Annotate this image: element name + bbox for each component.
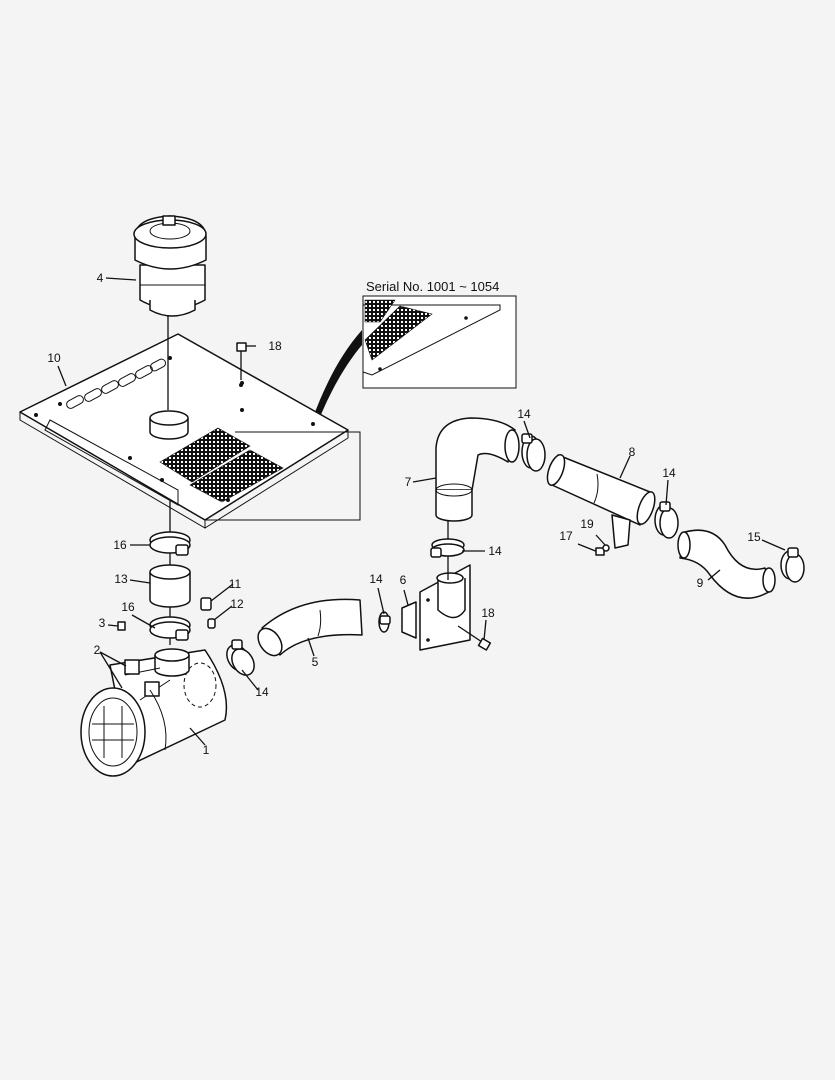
callout-4: 4 [97,271,104,285]
callout-15: 15 [747,530,761,544]
callout-8: 8 [629,445,636,459]
callout-18-a: 18 [268,339,282,353]
cover-plate [19,333,361,529]
clamp-14-d [521,433,546,472]
callout-7: 7 [405,475,412,489]
hose-9 [677,529,776,599]
callout-16-a: 16 [113,538,127,552]
clamp-14-e [654,501,679,539]
callout-5: 5 [312,655,319,669]
callouts: 1 2 3 4 5 6 7 8 9 10 11 12 13 14 14 14 1… [47,271,761,757]
callout-14-a: 14 [255,685,269,699]
clamp-14-a [226,639,255,676]
callout-14-b: 14 [369,572,383,586]
elbow-6 [401,564,471,651]
hose-5 [257,598,363,657]
screw-3 [117,621,126,631]
clamp-15 [780,547,805,583]
air-cleaner [80,648,228,777]
callout-6: 6 [400,573,407,587]
callout-14-c: 14 [488,544,502,558]
bolt-18-upper [236,342,247,387]
callout-14-e: 14 [662,466,676,480]
callout-16-b: 16 [121,600,135,614]
pre-cleaner [133,215,207,410]
elbow-hose-7 [435,417,520,522]
callout-12: 12 [230,597,244,611]
callout-11: 11 [229,577,242,591]
callout-9: 9 [697,576,704,590]
callout-19: 19 [580,517,594,531]
callout-13: 13 [114,572,128,586]
callout-2: 2 [94,643,101,657]
serial-number-label: Serial No. 1001 ~ 1054 [366,279,499,294]
bolt-18-lower [457,625,492,651]
callout-17: 17 [559,529,573,543]
hose-sleeve-13 [149,564,191,608]
fitting-12 [207,618,216,629]
serial-inset [312,295,517,422]
callout-14-d: 14 [517,407,531,421]
bolt-17 [577,543,605,556]
callout-1: 1 [203,743,210,757]
tube-8 [546,454,656,549]
clamp-16-lower [149,616,191,641]
callout-18-b: 18 [481,606,495,620]
fitting-11 [200,597,212,611]
clamp-14-b [378,611,391,633]
washer-19 [595,534,610,552]
callout-10: 10 [47,351,61,365]
callout-3: 3 [99,616,106,630]
clamp-14-c [430,520,465,580]
leader-lines [57,277,786,746]
